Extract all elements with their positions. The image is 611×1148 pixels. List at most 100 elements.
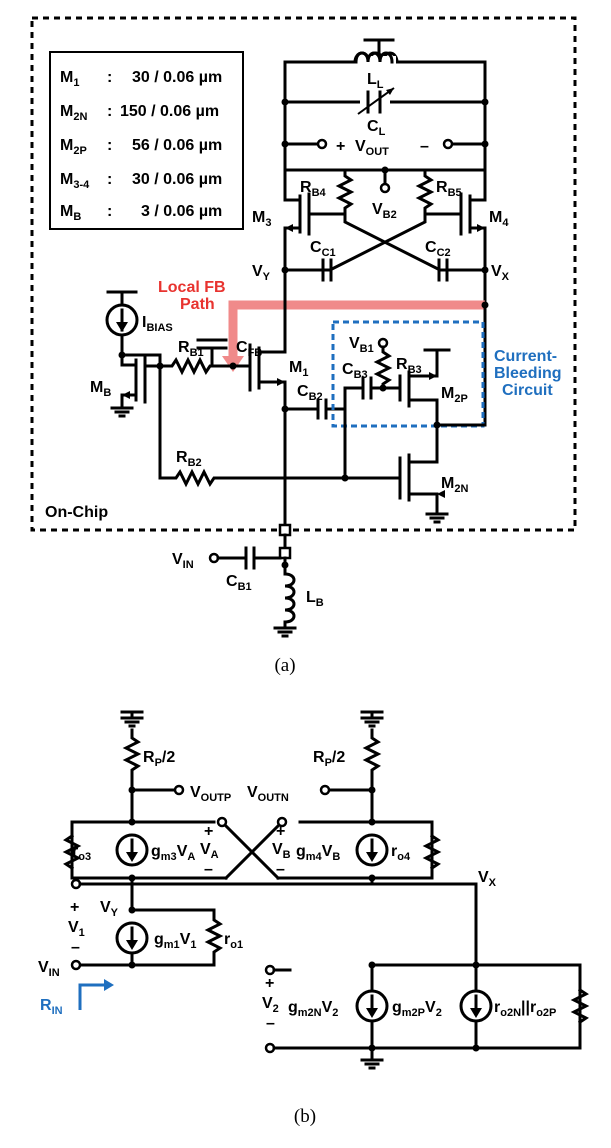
gm1-label: gm1V1 xyxy=(154,931,196,951)
svg-text:+: + xyxy=(276,823,285,840)
svg-text:Bleeding: Bleeding xyxy=(494,365,562,382)
cc1-label: CC1 xyxy=(310,239,336,259)
resistor-rb2: RB2 xyxy=(158,449,347,488)
svg-text:+: + xyxy=(204,823,213,840)
cb1-label: CB1 xyxy=(226,573,252,593)
vb-label: VB xyxy=(272,841,291,861)
gm2p-label: gm2PV2 xyxy=(392,999,442,1019)
m1-label: M1 xyxy=(289,359,308,379)
transistor-m2n: M2N xyxy=(341,438,468,524)
vx-node: VX xyxy=(70,869,497,967)
ro4-label: ro4 xyxy=(391,843,411,863)
transistor-m2p: VB1 RB3 CB3 M2P xyxy=(342,335,487,480)
cc2-label: CC2 xyxy=(425,239,451,259)
bias-resistors-rb4-rb5: RB4 RB5 VB2 xyxy=(283,166,487,221)
rb4-label: RB4 xyxy=(300,179,327,199)
fb-path-label: Local FB xyxy=(158,279,226,296)
table-row: M3-4:30 / 0.06 µm xyxy=(60,171,222,191)
ll-label: LL xyxy=(367,71,384,91)
rp-left-label: RP/2 xyxy=(143,749,175,769)
on-chip-label: On-Chip xyxy=(45,504,108,521)
figure-b: RP/2 VOUTP RP/2 VOUTN ro3 gm3VA xyxy=(38,710,590,1127)
caption-b: (b) xyxy=(294,1106,316,1127)
on-chip-boundary xyxy=(30,16,577,532)
m4-label: M4 xyxy=(489,209,509,229)
voutp-label: VOUTP xyxy=(190,784,231,804)
ro3-label: ro3 xyxy=(72,843,91,863)
v1-label: V1 xyxy=(68,919,85,939)
svg-text:–: – xyxy=(276,861,285,878)
vout-port: + VOUT – xyxy=(281,100,489,172)
resistor-rb1: RB1 xyxy=(158,339,252,376)
local-fb-path: Local FB Path xyxy=(158,279,489,427)
svg-text:–: – xyxy=(420,138,429,155)
rb3-label: RB3 xyxy=(396,356,422,376)
device-size-rows: M1:30 / 0.06 µm M2N:150 / 0.06 µm M2P:56… xyxy=(60,69,222,223)
vin-b-label: VIN xyxy=(38,959,60,979)
vout-label: VOUT xyxy=(355,138,389,158)
cross-couple-caps: CC1 CC2 VY VX xyxy=(252,212,510,283)
transistor-mb: MB xyxy=(90,351,164,480)
ro2-label: ro2N||ro2P xyxy=(494,999,556,1019)
capacitor-cb2: CB2 xyxy=(281,383,347,420)
m3-label: M3 xyxy=(252,209,271,229)
device-size-table xyxy=(49,51,244,230)
resistor-rp-right: RP/2 VOUTN xyxy=(247,728,382,822)
rb5-label: RB5 xyxy=(436,179,462,199)
caption-a: (a) xyxy=(274,655,295,676)
vb1-label: VB1 xyxy=(349,335,374,355)
svg-text:+: + xyxy=(336,138,345,155)
v2-label: V2 xyxy=(262,995,279,1015)
vin-label: VIN xyxy=(172,551,194,571)
gm3-block: ro3 gm3VA xyxy=(62,818,216,882)
vb2-label: VB2 xyxy=(372,201,397,221)
va-vb-cross: + VA – + VB – xyxy=(200,816,302,881)
gm2n-label: gm2NV2 xyxy=(288,999,338,1019)
vx-b-label: VX xyxy=(478,869,497,889)
transistor-m1: M1 xyxy=(248,298,308,527)
cb3-label: CB3 xyxy=(342,361,368,381)
svg-text:Circuit: Circuit xyxy=(502,382,553,399)
voutn-label: VOUTN xyxy=(247,784,289,804)
mb-label: MB xyxy=(90,379,111,399)
figure-a: On-Chip M1:30 / 0.06 µm M2N:150 / 0.06 µ… xyxy=(30,16,577,676)
transistor-m3: M3 xyxy=(252,168,347,302)
svg-text:Path: Path xyxy=(180,296,215,313)
gm4-block: gm4VB ro4 xyxy=(296,818,442,882)
table-row: M2P:56 / 0.06 µm xyxy=(60,137,222,157)
input-network: VIN CB1 LB xyxy=(172,523,324,638)
ibias-label: IBIAS xyxy=(142,314,173,334)
rin-arrow: RIN xyxy=(40,979,114,1017)
m2p-label: M2P xyxy=(441,385,468,405)
rb1-label: RB1 xyxy=(178,339,204,359)
rp-right-label: RP/2 xyxy=(313,749,345,769)
svg-text:+: + xyxy=(265,975,274,992)
inductor-ll: LL xyxy=(283,38,487,104)
cb2-label: CB2 xyxy=(297,383,323,403)
table-row: M1:30 / 0.06 µm xyxy=(60,69,222,89)
svg-text:+: + xyxy=(70,899,79,916)
bleed-label: Current- xyxy=(494,348,557,365)
table-row: M2N:150 / 0.06 µm xyxy=(60,103,219,123)
svg-text:–: – xyxy=(266,1015,275,1032)
rin-label: RIN xyxy=(40,997,63,1017)
resistor-rp-left: RP/2 VOUTP xyxy=(122,728,231,822)
ro1-label: ro1 xyxy=(224,931,243,951)
gm1-block: VY gm1V1 ro1 + V1 – VIN xyxy=(38,899,243,979)
svg-text:–: – xyxy=(204,861,213,878)
current-bleeding-box xyxy=(331,320,485,428)
table-row: MB:3 / 0.06 µm xyxy=(60,203,222,223)
gm4-label: gm4VB xyxy=(296,843,340,863)
v2-port: + V2 – xyxy=(262,964,377,1054)
vy-label: VY xyxy=(252,263,271,283)
capacitor-cl: CL xyxy=(281,87,489,138)
rb2-label: RB2 xyxy=(176,449,202,469)
vy-b-label: VY xyxy=(100,899,119,919)
va-label: VA xyxy=(200,841,219,861)
cl-label: CL xyxy=(367,118,386,138)
current-source-ibias: IBIAS xyxy=(105,290,173,367)
gm3-label: gm3VA xyxy=(151,843,195,863)
m2-network: gm2NV2 gm2PV2 ro2N||ro2P xyxy=(288,961,590,1070)
vx-label: VX xyxy=(491,263,510,283)
